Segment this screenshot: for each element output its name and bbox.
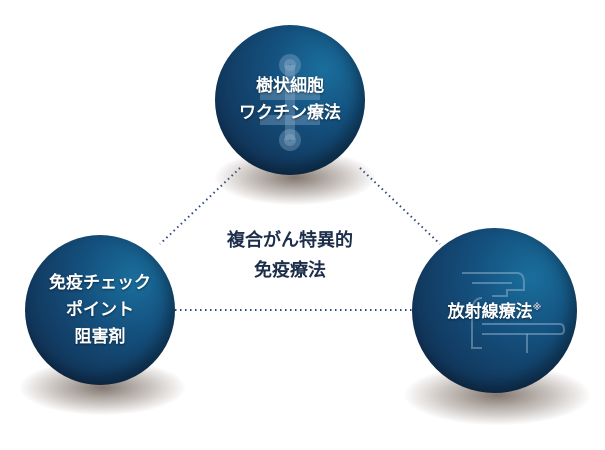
node-checkpoint-inhibitor: 免疫チェックポイント阻害剤 bbox=[25, 235, 175, 385]
node-label: ワクチン療法 bbox=[239, 103, 341, 123]
node-label: 放射線療法 bbox=[447, 301, 533, 322]
node-label: ポイント bbox=[66, 299, 134, 320]
footnote-mark: ※ bbox=[532, 303, 542, 314]
center-label: 複合がん特異的 免疫療法 bbox=[200, 226, 380, 286]
connector-top-left bbox=[159, 167, 241, 245]
connector-top-right bbox=[359, 167, 441, 245]
node-label: 阻害剤 bbox=[74, 326, 126, 347]
radiation-machine-icon bbox=[462, 272, 566, 353]
node-label: 樹状細胞 bbox=[256, 76, 324, 96]
center-label-line1: 複合がん特異的 bbox=[227, 230, 353, 251]
node-radiation-therapy: 放射線療法※ bbox=[412, 228, 577, 393]
center-label-line2: 免疫療法 bbox=[254, 260, 326, 281]
node-label: 免疫チェック bbox=[49, 272, 151, 293]
node-dendritic-cell-vaccine: 樹状細胞ワクチン療法 bbox=[215, 25, 365, 175]
dendritic-cell-icon bbox=[260, 54, 320, 151]
